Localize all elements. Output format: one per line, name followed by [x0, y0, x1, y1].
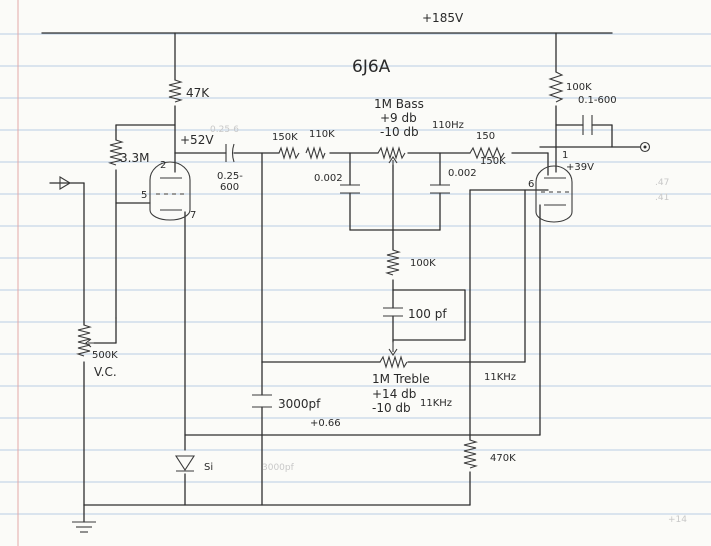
- label-pin-2: 2: [160, 160, 166, 171]
- svg-text:0.25-6: 0.25-6: [210, 125, 239, 135]
- resistor-100k-mid: [385, 249, 401, 276]
- label-treble-freq: 11KHz: [420, 398, 452, 409]
- resistor-110k: [305, 146, 326, 160]
- label-cap-0-002-a: 0.002: [314, 173, 343, 184]
- label-47k: 47K: [186, 86, 210, 100]
- label-treble-pot: 1M Treble: [372, 372, 430, 386]
- faint-pencil-marks: .47 .41 +14 3000pf 0.25-6: [210, 125, 687, 525]
- bass-pot: [377, 146, 406, 172]
- label-100pf: 100 pf: [408, 307, 447, 321]
- label-150k-a: 150K: [272, 132, 298, 143]
- label-cap-0-002-b: 0.002: [448, 168, 477, 179]
- tube-left-triode: [149, 161, 191, 221]
- label-470k: 470K: [490, 453, 516, 464]
- capacitor-100pf: [383, 307, 403, 317]
- label-150k-faint: 150: [476, 131, 495, 142]
- label-treble-cut: -10 db: [372, 401, 411, 415]
- silicon-diode: [174, 455, 196, 472]
- svg-text:.47: .47: [655, 178, 669, 188]
- label-3000pf: 3000pf: [278, 397, 321, 411]
- label-diode-si: Si: [204, 462, 213, 473]
- label-bass-cut: -10 db: [380, 125, 419, 139]
- label-pin-6: 6: [528, 179, 534, 190]
- tube-type-label: 6J6A: [352, 57, 391, 77]
- capacitor-0-002-b: [430, 184, 450, 194]
- label-100k-plate: 100K: [566, 82, 592, 93]
- label-pin-5: 5: [141, 190, 147, 201]
- output-terminal-icon: [639, 141, 651, 153]
- resistor-150k-b: [469, 146, 505, 160]
- treble-pot: [379, 342, 408, 369]
- svg-text:3000pf: 3000pf: [262, 463, 295, 473]
- label-volume-control: V.C.: [94, 365, 117, 379]
- resistor-3-3m: [108, 139, 124, 166]
- label-cathode-voltage: +0.66: [310, 418, 341, 429]
- svg-text:+14: +14: [668, 515, 687, 525]
- label-plus-52v: +52V: [180, 133, 214, 147]
- wiring: [41, 32, 641, 523]
- label-output-cap: 0.1-600: [578, 95, 617, 106]
- label-bass-freq: 110Hz: [432, 120, 464, 131]
- capacitor-output: [582, 115, 593, 135]
- resistor-150k-a: [278, 146, 300, 160]
- supply-voltage-label: +185V: [422, 11, 464, 25]
- label-coupling-cap-2: 600: [220, 182, 239, 193]
- label-pin-7: 7: [190, 210, 196, 221]
- label-plus-39v: +39V: [566, 162, 594, 173]
- tube-right-triode: [535, 165, 573, 223]
- label-coupling-cap: 0.25-: [217, 171, 243, 182]
- label-3-3m: 3.3M: [120, 151, 149, 165]
- resistor-470k: [463, 439, 478, 469]
- label-treble-freq-2: 11KHz: [484, 372, 516, 383]
- label-treble-boost: +14 db: [372, 387, 416, 401]
- volume-pot: [76, 324, 94, 357]
- input-arrow-icon: [59, 176, 72, 190]
- svg-text:.41: .41: [655, 193, 669, 203]
- capacitor-0-002-a: [340, 184, 360, 194]
- ground-icon: [72, 521, 96, 533]
- label-500k: 500K: [92, 350, 118, 361]
- resistor-100k-plate: [548, 71, 564, 103]
- capacitor-3000pf: [252, 394, 272, 408]
- label-bass-boost: +9 db: [380, 111, 417, 125]
- capacitor-coupling: [225, 143, 235, 163]
- label-110k: 110K: [309, 129, 335, 140]
- resistor-47k: [168, 79, 183, 103]
- label-bass-pot: 1M Bass: [374, 97, 424, 111]
- label-pin-1: 1: [562, 150, 568, 161]
- label-100k-mid: 100K: [410, 258, 436, 269]
- label-150k-b: 150K: [480, 156, 506, 167]
